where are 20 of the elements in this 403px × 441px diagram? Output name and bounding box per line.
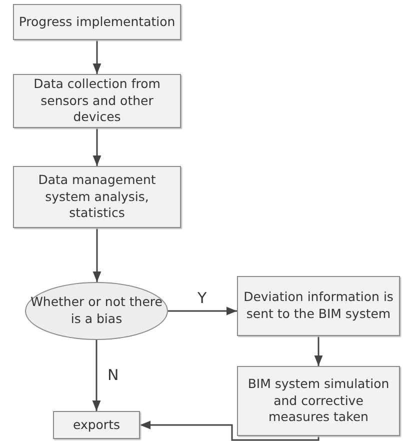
arrow — [92, 128, 102, 166]
arrow — [92, 228, 102, 282]
node-text: Data collection from sensors and other devices — [32, 76, 162, 126]
node-text: Data management system analysis, statistics — [37, 172, 157, 222]
process-box — [237, 366, 400, 436]
process-box — [53, 411, 140, 439]
process-box — [237, 276, 400, 336]
node-text: exports — [72, 416, 121, 434]
arrow — [92, 40, 102, 74]
arrow — [140, 420, 320, 441]
node-text: Whether or not there is a bias — [30, 294, 164, 328]
node-text: Progress implementation — [18, 14, 176, 30]
node-text: BIM system simulation and corrective measures taken — [246, 376, 390, 426]
arrow — [92, 340, 101, 411]
node-text: Deviation information is sent to the BIM system — [242, 289, 394, 323]
process-box — [13, 166, 181, 228]
process-box — [13, 74, 181, 128]
process-box — [13, 4, 181, 40]
arrow — [314, 336, 323, 366]
arrow — [168, 306, 237, 316]
